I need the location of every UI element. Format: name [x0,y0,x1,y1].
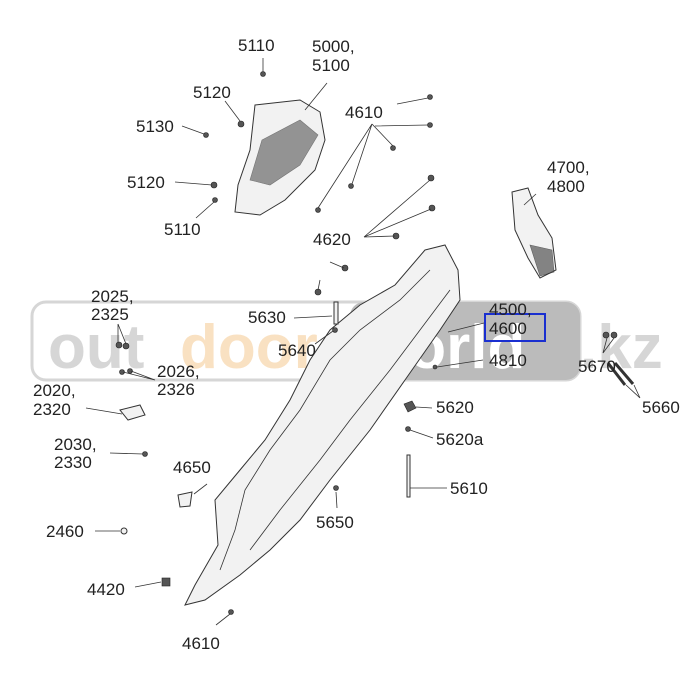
side-panel-part-4500 [184,244,461,606]
hardware [115,71,635,615]
part-labels: 5110 5000, 5100 5120 5130 4610 5120 5110… [33,36,680,653]
label-4500[interactable]: 4500, [489,300,532,319]
label-5110[interactable]: 5110 [238,36,275,55]
cover-part-5000 [234,99,326,216]
label-5130[interactable]: 5130 [136,117,174,136]
label-5120[interactable]: 5120 [127,173,165,192]
label-5620a[interactable]: 5620a [436,430,484,449]
label-4620[interactable]: 4620 [313,230,351,249]
label-4600[interactable]: 4600 [489,319,527,338]
watermark-door: door [180,313,318,382]
label-5620[interactable]: 5620 [436,398,474,417]
bracket-part-4700 [511,187,557,279]
label-4700[interactable]: 4700, [547,158,590,177]
label-5610[interactable]: 5610 [450,479,488,498]
label-4650[interactable]: 4650 [173,458,211,477]
label-4800[interactable]: 4800 [547,177,585,196]
label-2020[interactable]: 2020, [33,381,76,400]
label-2025[interactable]: 2025, [91,287,134,306]
label-4610[interactable]: 4610 [182,634,220,653]
label-5660[interactable]: 5660 [642,398,680,417]
label-5000[interactable]: 5000, [312,37,355,56]
label-5640[interactable]: 5640 [278,341,316,360]
label-5650[interactable]: 5650 [316,513,354,532]
label-5670[interactable]: 5670 [578,357,616,376]
label-2320[interactable]: 2320 [33,400,71,419]
label-4810[interactable]: 4810 [489,351,527,370]
highlight-box-4600 [484,313,546,342]
leader-lines [85,58,641,626]
label-2026[interactable]: 2026, [157,362,200,381]
label-5120[interactable]: 5120 [193,83,231,102]
label-2030[interactable]: 2030, [54,435,97,454]
label-5100[interactable]: 5100 [312,56,350,75]
label-5110[interactable]: 5110 [164,220,201,239]
label-4610[interactable]: 4610 [345,103,383,122]
label-2325[interactable]: 2325 [91,305,129,324]
label-2460[interactable]: 2460 [46,522,84,541]
label-2326[interactable]: 2326 [157,380,195,399]
label-5630[interactable]: 5630 [248,308,286,327]
label-4420[interactable]: 4420 [87,580,125,599]
label-2330[interactable]: 2330 [54,453,92,472]
